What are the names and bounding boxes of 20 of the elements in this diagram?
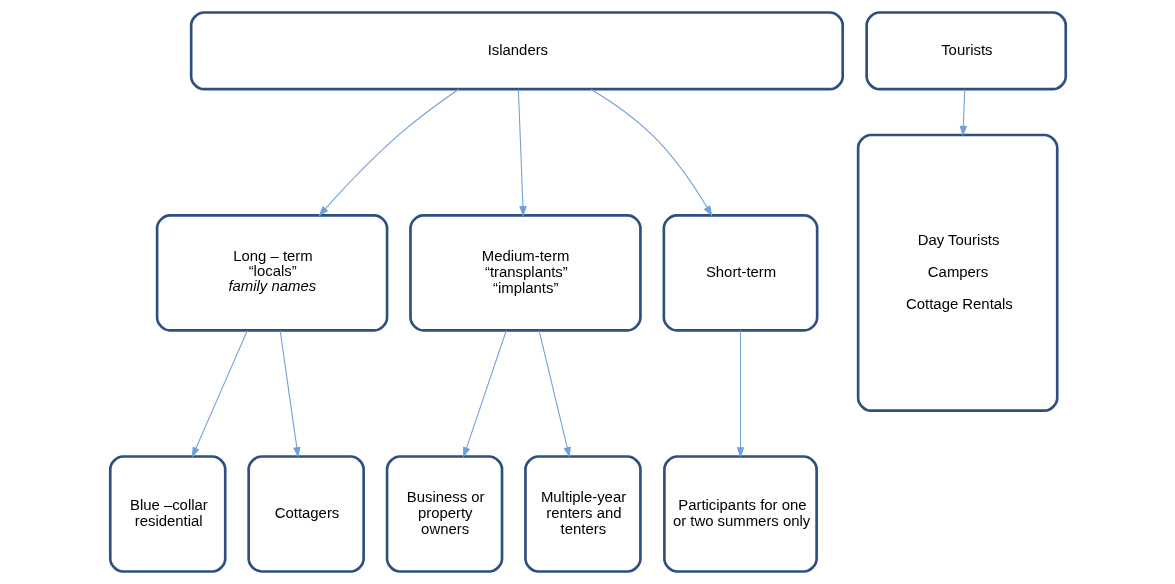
node-box: Short-term [662, 214, 818, 332]
arrow [590, 88, 712, 217]
node-box: Long – term “locals” family names [155, 214, 388, 332]
node-box: Participants for one or two summers only [662, 455, 818, 573]
node-box: Islanders [189, 11, 844, 91]
arrow [959, 88, 967, 137]
node-box: Medium-term “transplants” “implants” [408, 214, 642, 332]
arrow [538, 330, 571, 458]
node-box: Multiple-year renters and tenters [523, 455, 642, 573]
arrow [191, 330, 248, 458]
arrow [517, 88, 527, 217]
arrow [279, 330, 300, 458]
node-box: Blue –collar residential [108, 455, 227, 573]
arrow [462, 330, 507, 458]
node-box: Day Tourists Campers Cottage Rentals [856, 133, 1059, 413]
node-box: Business or property owners [385, 455, 503, 573]
arrow [736, 330, 744, 458]
arrow [317, 88, 459, 217]
node-box: Cottagers [246, 455, 365, 573]
node-box: Tourists [864, 11, 1067, 91]
